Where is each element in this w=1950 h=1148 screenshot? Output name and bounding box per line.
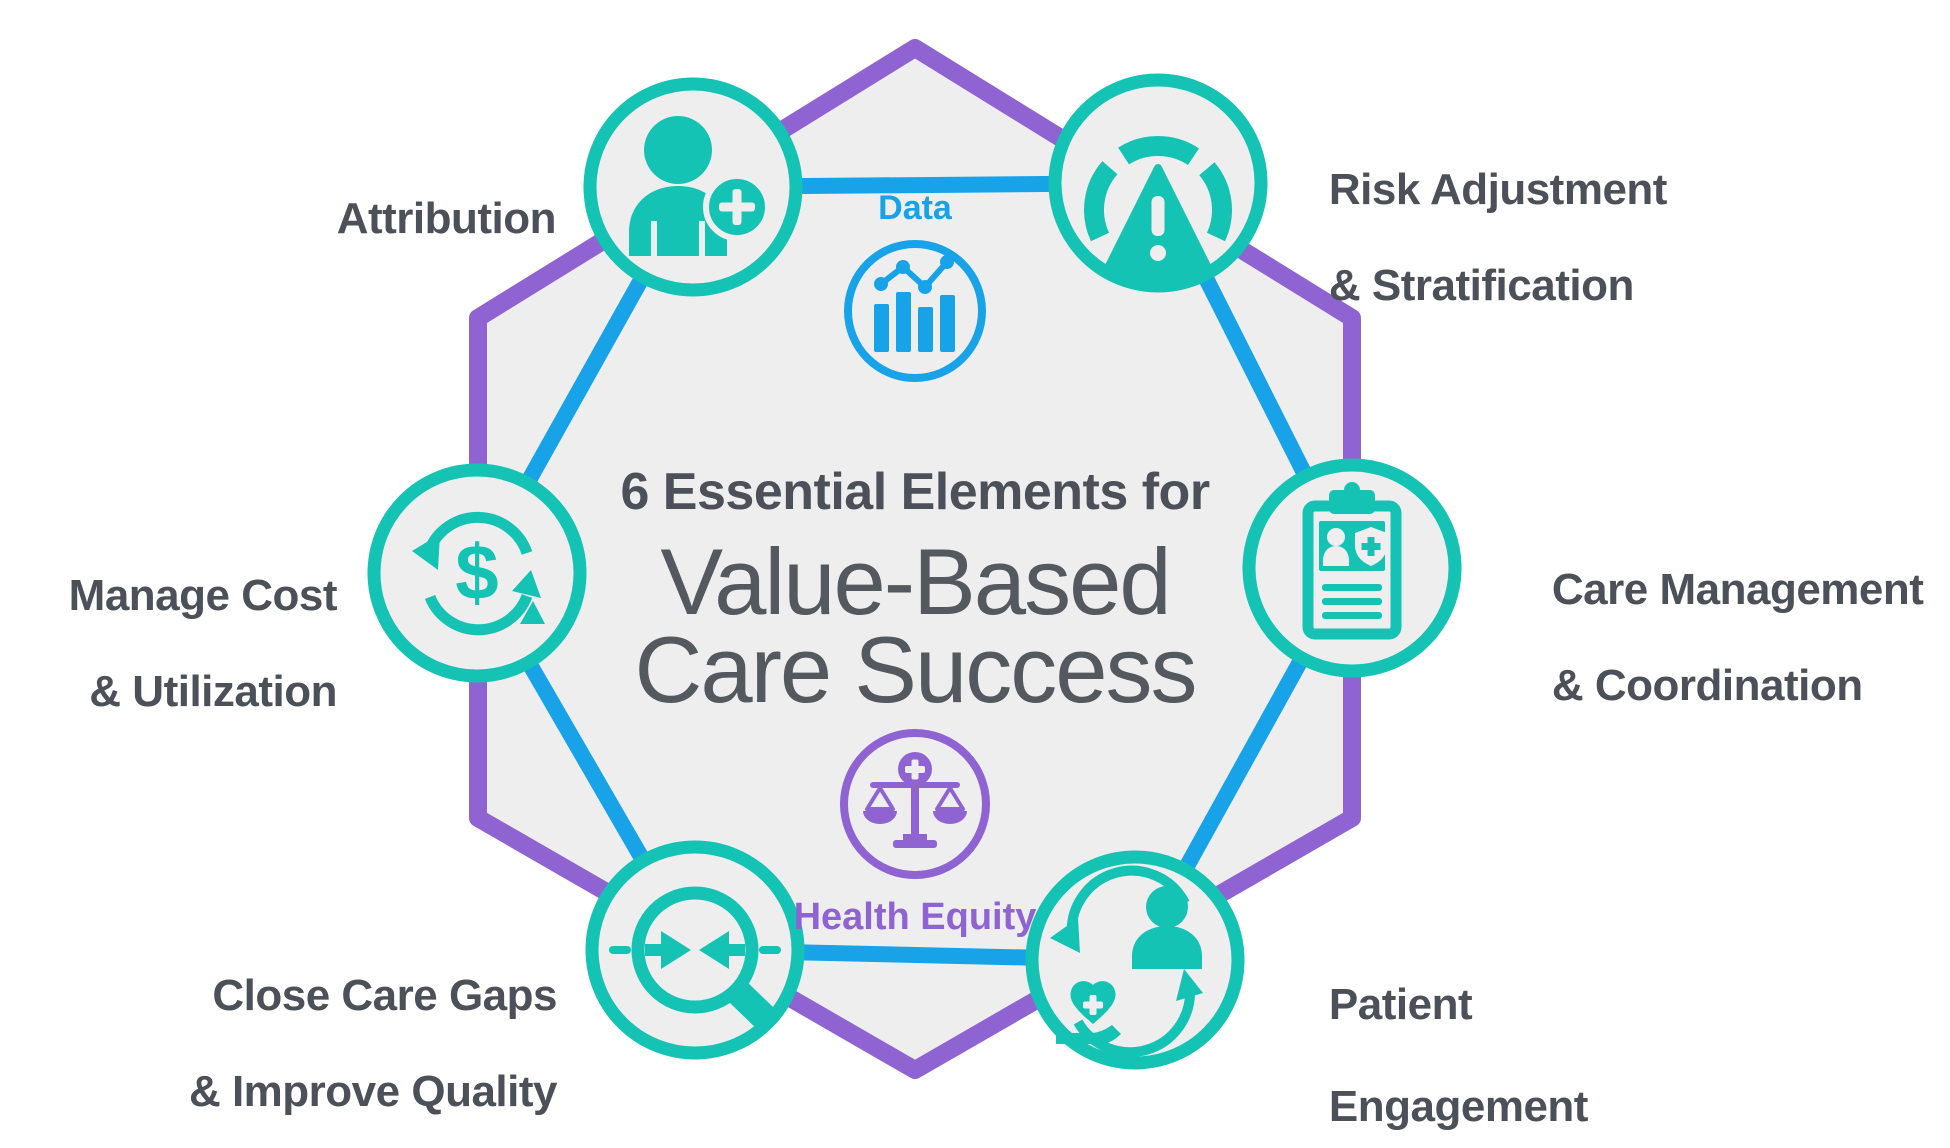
title-main-line1: Value-Based [660, 529, 1171, 634]
label-risk-line2: & Stratification [1328, 261, 1634, 310]
label-care-line1: Care Management [1551, 565, 1924, 614]
label-cost-line2: & Utilization [89, 667, 337, 716]
label-attribution-line1: Attribution [336, 194, 557, 243]
patient-cycle-icon [1050, 865, 1203, 1058]
magnifier-converge-icon [609, 886, 781, 1029]
label-close-care-gaps: Close Care Gaps & Improve Quality [57, 924, 558, 1148]
label-care-line2: & Coordination [1551, 661, 1863, 710]
dollar-glyph: $ [455, 528, 498, 616]
node-circle-manage-cost [367, 463, 587, 683]
person-add-icon [629, 116, 771, 256]
label-care-management: Care Management & Coordination [1505, 518, 1945, 758]
bar-line-chart-icon [874, 255, 955, 352]
dollar-cycle-icon: $ [412, 511, 545, 636]
clipboard-patient-icon [1302, 482, 1402, 640]
label-risk-adjustment: Risk Adjustment & Stratification [1282, 118, 1842, 358]
label-gaps-line2: & Improve Quality [188, 1067, 558, 1116]
label-cost-line1: Manage Cost [68, 571, 338, 620]
label-gaps-line1: Close Care Gaps [212, 971, 557, 1020]
data-label: Data [878, 189, 952, 227]
title-main-line2: Care Success [634, 617, 1197, 722]
title-kicker: 6 Essential Elements for [620, 463, 1210, 521]
balance-scale-icon [863, 752, 967, 848]
label-patient-line1: Patient [1328, 980, 1473, 1029]
label-patient-engagement: Patient Engagement [1282, 928, 1782, 1148]
node-circle-attribution [583, 77, 803, 297]
label-manage-cost: Manage Cost & Utilization [7, 524, 338, 764]
label-attribution: Attribution [136, 147, 557, 291]
label-patient-line2: Engagement [1328, 1082, 1589, 1131]
label-risk-line1: Risk Adjustment [1328, 165, 1668, 214]
data-circle [844, 240, 986, 382]
health-equity-label: Health Equity [793, 896, 1037, 938]
gauge-warning-icon [1084, 136, 1232, 281]
